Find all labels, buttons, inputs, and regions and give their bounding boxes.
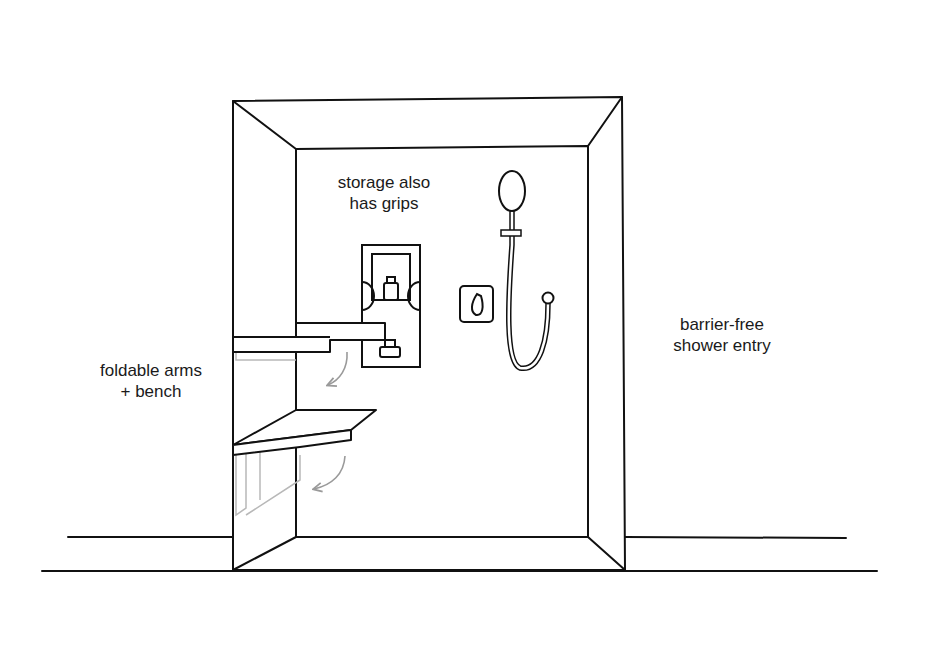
shower-frame	[233, 97, 625, 570]
back-wall	[296, 146, 588, 537]
frame-edge	[588, 97, 622, 146]
storage-unit	[362, 245, 420, 367]
annotation-label: storage also has grips	[329, 172, 439, 214]
floor-line	[68, 536, 233, 538]
handheld-shower	[499, 171, 554, 368]
annotation-label: barrier-free shower entry	[657, 314, 787, 356]
frame-edge	[233, 537, 296, 570]
frame-edge	[588, 537, 625, 570]
grab-arm	[233, 323, 385, 352]
floor-line	[625, 537, 846, 538]
fold-arrow	[314, 352, 347, 489]
annotation-label: foldable arms + bench	[99, 360, 203, 402]
fold-bench	[233, 410, 376, 455]
frame-edge	[233, 101, 296, 149]
shower-control	[460, 286, 493, 322]
